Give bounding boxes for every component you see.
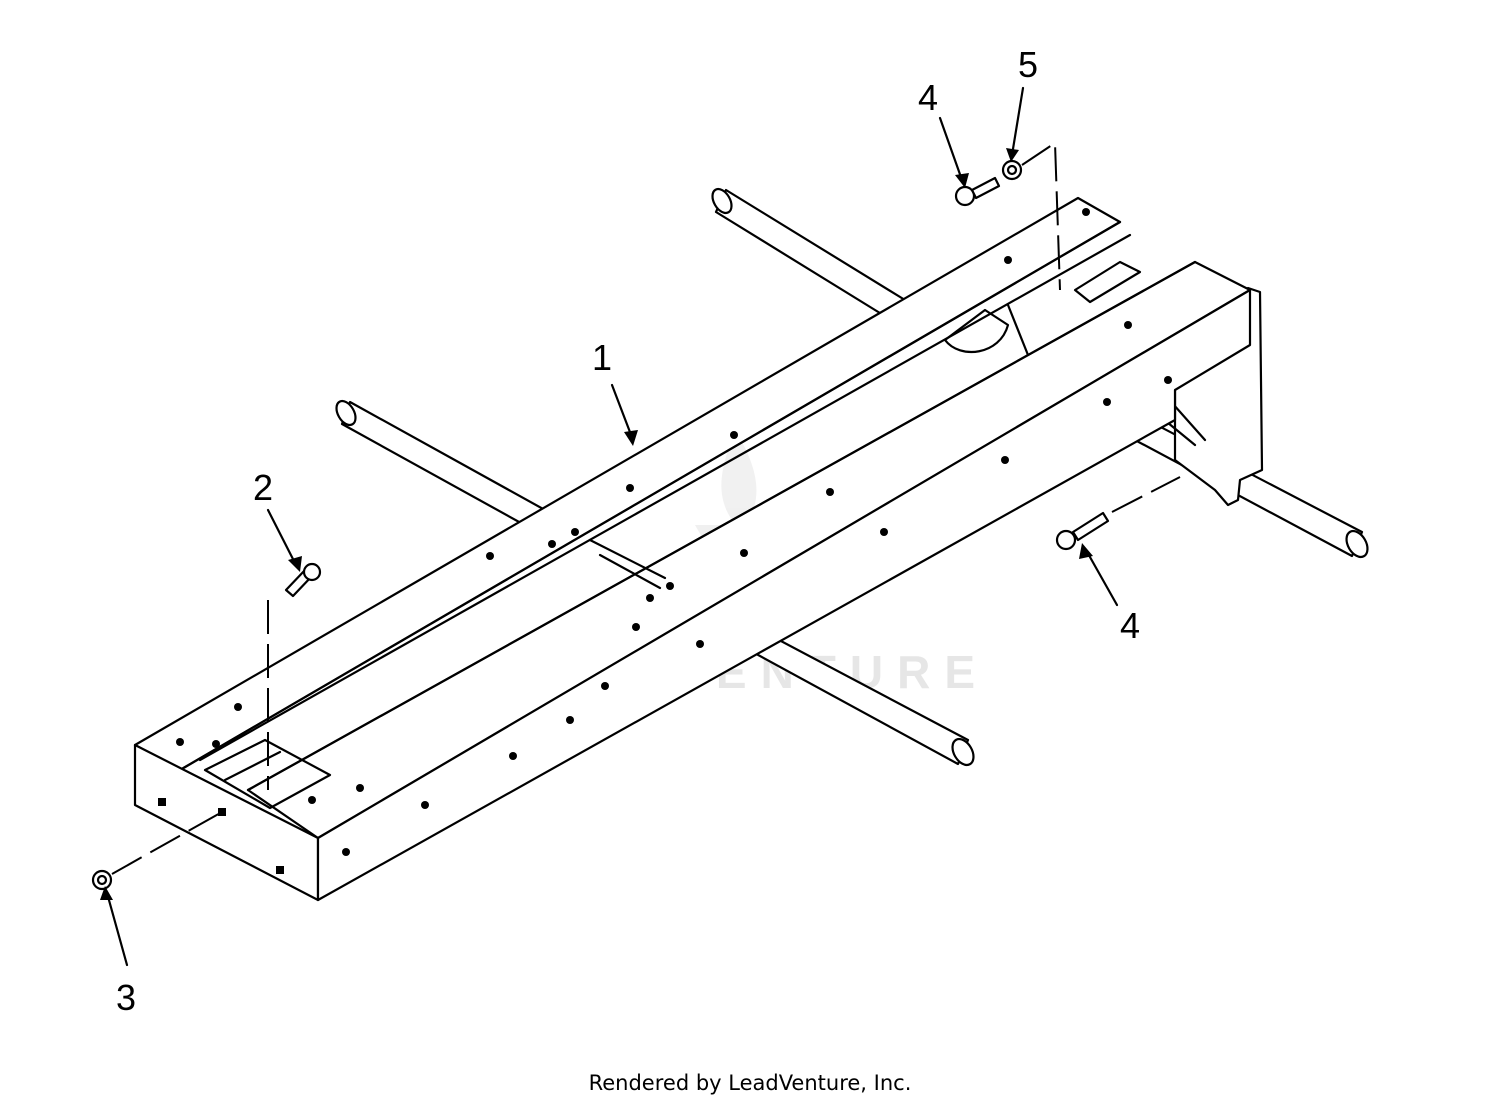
rail-gap <box>178 220 1197 792</box>
hardware <box>91 141 1181 891</box>
callout-5: 5 <box>1018 44 1038 85</box>
callout-4-upper: 4 <box>918 77 938 118</box>
washer-5 <box>1001 159 1023 181</box>
nut-3 <box>91 869 113 891</box>
callout-3: 3 <box>116 977 136 1018</box>
tube-upper <box>714 188 907 320</box>
rear-opening <box>1073 260 1142 304</box>
callout-labels: 1 2 3 4 5 4 <box>116 44 1140 1018</box>
tube-left-end <box>335 399 357 427</box>
rail-holes <box>158 208 1172 874</box>
bolt-2 <box>284 562 322 598</box>
main-frame <box>133 196 1264 902</box>
callout-1: 1 <box>592 337 612 378</box>
center-tube <box>588 538 667 590</box>
leader-upper <box>1021 141 1061 291</box>
tube-right-end <box>1345 529 1369 559</box>
callout-4-right: 4 <box>1120 605 1140 646</box>
right-rail-top <box>246 260 1252 840</box>
tube-upper-end <box>711 187 733 215</box>
callout-2: 2 <box>253 467 273 508</box>
callout-arrows <box>100 86 1119 967</box>
front-opening <box>203 738 332 810</box>
tube-left <box>340 400 547 530</box>
right-rail-side <box>316 288 1252 902</box>
bolt-4-right <box>1055 511 1110 551</box>
bolt-4-upper <box>954 176 1001 207</box>
footer-credit: Rendered by LeadVenture, Inc. <box>589 1071 912 1095</box>
inner-pulley <box>943 308 1010 354</box>
tube-front-end <box>951 737 975 767</box>
leader-bolt-4-right <box>1111 476 1181 513</box>
leader-nut-3 <box>111 811 223 875</box>
